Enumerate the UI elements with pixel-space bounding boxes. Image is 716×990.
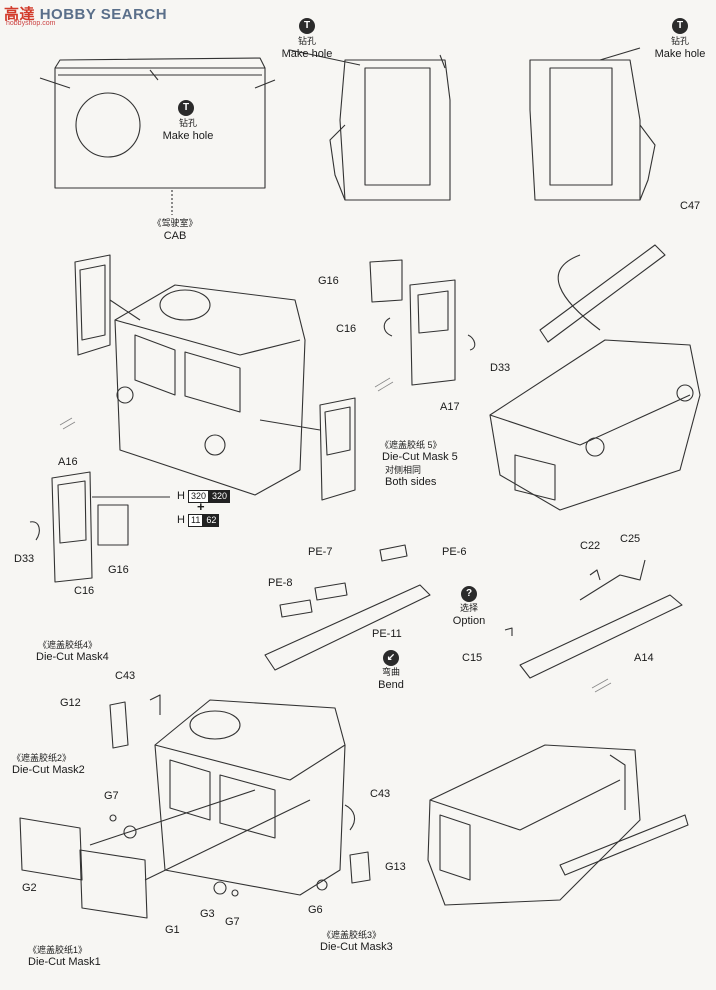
part-c16-a: C16 [336,323,357,335]
part-c43-b: C43 [370,788,391,800]
hole-symbol-icon-2: T [299,18,315,34]
part-pe7: PE-7 [308,546,333,558]
cab-rear-body [489,244,701,511]
part-a16: A16 [58,456,78,468]
make-hole-cn-3: 钻孔 [670,36,690,46]
part-pe8: PE-8 [268,577,293,589]
cab-label-cn: 《驾驶室》 [152,218,198,228]
door-a17 [369,259,476,386]
dashboard-a14 [504,559,683,679]
mask1-cn: 《遮盖胶纸1》 [28,945,88,955]
bend-icon: ↙ [383,650,399,666]
door-a16 [29,471,170,583]
part-g2: G2 [22,882,37,894]
mask1-en: Die-Cut Mask1 [28,956,101,968]
part-g16-b: G16 [108,564,129,576]
mask2-en: Die-Cut Mask2 [12,764,85,776]
mask4-cn: 《遮盖胶纸4》 [38,640,98,650]
cab-lower-assembly [19,694,371,919]
cab-roof-panel [39,57,276,215]
part-c22: C22 [580,540,601,552]
hatch-marks [59,377,612,693]
part-c43-a: C43 [115,670,136,682]
watermark-site: hobbyshop.com [6,20,56,27]
mask3-en: Die-Cut Mask3 [320,941,393,953]
make-hole-en-3: Make hole [654,48,706,60]
part-g3: G3 [200,908,215,920]
mask5-en: Die-Cut Mask 5 [382,451,458,463]
make-hole-cn-2: 钻孔 [297,36,317,46]
part-d33-b: D33 [14,553,35,565]
part-c25: C25 [620,533,641,545]
bend-cn: 弯曲 [381,667,401,677]
part-g7-b: G7 [225,916,240,928]
cab-side-frame-right [529,47,656,201]
make-hole-en-1: Make hole [162,130,214,142]
part-d33-a: D33 [490,362,511,374]
part-g16-a: G16 [318,275,339,287]
part-c15: C15 [462,652,483,664]
mask4-en: Die-Cut Mask4 [36,651,109,663]
part-g7-a: G7 [104,790,119,802]
part-a17: A17 [440,401,460,413]
part-g12: G12 [60,697,81,709]
watermark-logo: 高達 HOBBY SEARCH [4,6,168,23]
part-g1: G1 [165,924,180,936]
part-g13: G13 [385,861,406,873]
part-pe6: PE-6 [442,546,467,558]
part-a14: A14 [634,652,654,664]
cab-side-frame-left [289,49,451,201]
mask2-cn: 《遮盖胶纸2》 [12,753,72,763]
part-g6: G6 [308,904,323,916]
mask3-cn: 《遮盖胶纸3》 [322,930,382,940]
both-sides-cn: 对侧相同 [385,465,422,475]
option-cn: 选择 [459,603,479,613]
make-hole-en-2: Make hole [281,48,333,60]
option-icon: ? [461,586,477,602]
bend-en: Bend [378,679,404,691]
both-sides-en: Both sides [385,476,437,488]
part-c47: C47 [680,200,701,212]
part-c16-b: C16 [74,585,95,597]
paint-plus: + [197,499,205,514]
hole-symbol-icon: T [178,100,194,116]
cab-label-en: CAB [163,230,187,242]
hole-symbol-icon-3: T [672,18,688,34]
mask5-cn: 《遮盖胶纸 5》 [380,440,442,450]
cab-body-assembly [74,254,356,501]
pe-dashboard-parts [264,544,431,671]
make-hole-cn-1: 钻孔 [178,118,198,128]
part-pe11: PE-11 [372,628,402,640]
option-en: Option [452,615,486,627]
cab-final-assembly [427,744,689,906]
